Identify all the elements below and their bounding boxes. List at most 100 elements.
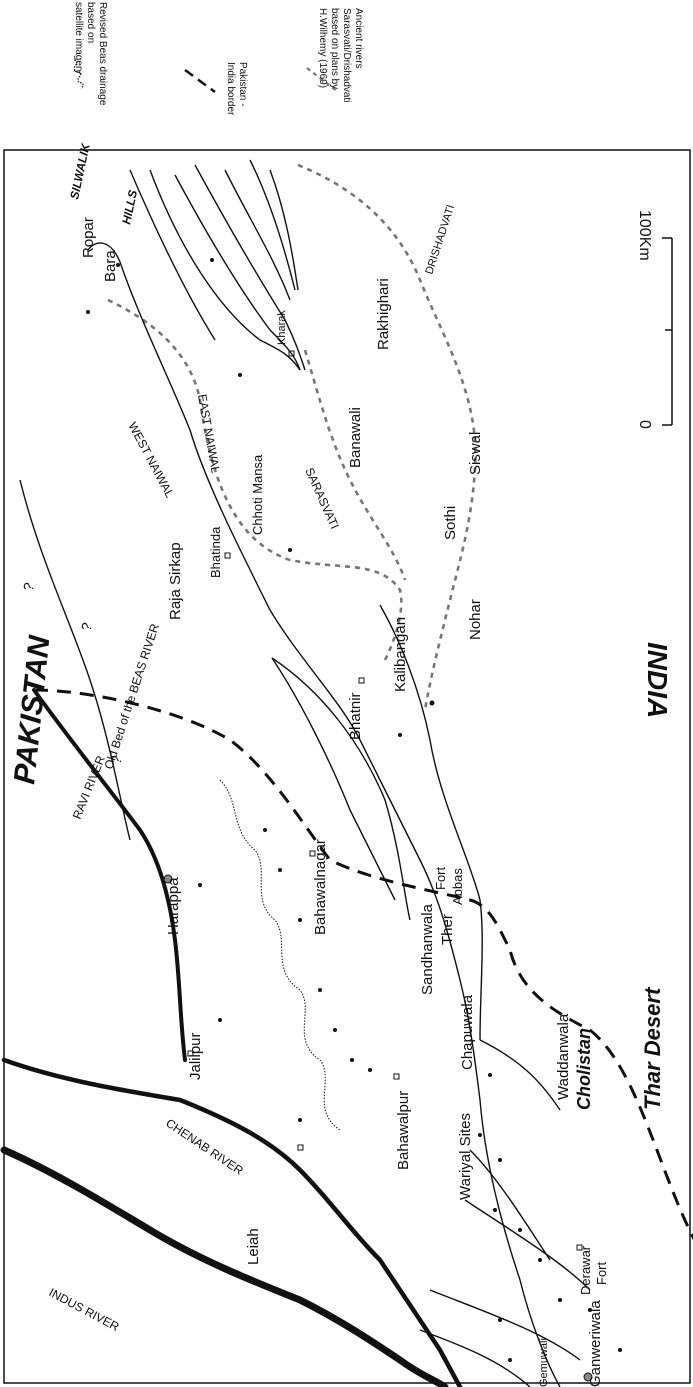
- site-dot: [398, 733, 402, 737]
- river-east-naiwal-label: EAST NAIWAL: [195, 393, 223, 475]
- site-dot: [508, 1358, 512, 1362]
- river-west-naiwal-label: WEST NAIWAL: [125, 420, 177, 500]
- legend-ancient-swatch: [306, 67, 339, 93]
- scale-bar: [662, 237, 673, 426]
- river-beas-label: Old Bed of the BEAS RIVER: [102, 622, 162, 771]
- waddanwala-branch: [479, 1039, 561, 1111]
- place-bahawalpur: Bahawalpur: [395, 1091, 412, 1170]
- labels: PAKISTAN INDIA Thar Desert Cholistan SIL…: [8, 141, 673, 1387]
- legend: Revised Beas drainage based on satellite…: [73, 2, 364, 116]
- river-sarasvati-label: SARASVATI: [302, 466, 341, 532]
- site-dot: [498, 1158, 502, 1162]
- site-dot: [298, 918, 302, 922]
- chenab-river: [1, 1057, 463, 1387]
- site-square: [393, 1073, 400, 1080]
- place-nohar: Nohar: [467, 599, 484, 640]
- siwalik-branch-3: [194, 164, 306, 371]
- site-dot: [493, 1208, 497, 1212]
- place-bahawalnagar: Bahawalnagar: [312, 839, 329, 935]
- site-square: [187, 1050, 194, 1057]
- place-harappa: Harappa: [165, 877, 182, 935]
- site-dot: [350, 1058, 354, 1062]
- ganweriwala-marker: [583, 1372, 593, 1382]
- legend-revised-beas-line2: based on: [85, 2, 96, 43]
- ancient-rivers: [107, 163, 477, 711]
- site-dot: [588, 1308, 592, 1312]
- place-chhoti-mansa: Chhoti Mansa: [250, 454, 265, 535]
- sarasvati-course: [107, 298, 403, 661]
- hakra-lower-channel: [379, 604, 483, 1041]
- site-dot: [618, 1348, 622, 1352]
- west-naiwal-channel: [87, 242, 561, 1387]
- region-cholistan: Cholistan: [574, 1028, 594, 1110]
- site-dot: [558, 1298, 562, 1302]
- pakistan-india-border: [33, 688, 693, 1241]
- major-rivers: [0, 688, 463, 1387]
- place-waddanwala: Waddanwala: [555, 1013, 572, 1100]
- legend-revised-beas-line1: Revised Beas drainage: [97, 2, 108, 106]
- legend-ancient-line3: based on plans by: [329, 8, 340, 89]
- site-dot: [368, 1068, 372, 1072]
- drishadvati-course: [297, 163, 477, 711]
- country-india: INDIA: [642, 642, 673, 718]
- place-bhatinda: Bhatinda: [208, 526, 223, 578]
- sarasvati-upper: [303, 349, 407, 581]
- site-square: [358, 677, 365, 684]
- site-dot: [210, 258, 214, 262]
- scale-max: 100Km: [636, 210, 653, 261]
- site-dot: [218, 1018, 222, 1022]
- legend-ancient-line4: H.Wilhemy (1969): [317, 8, 328, 88]
- legend-revised-beas-swatch: [73, 59, 84, 89]
- place-wariyal-sites: Wariyal Sites: [457, 1113, 474, 1200]
- site-dot: [498, 1318, 502, 1322]
- site-square: [288, 350, 295, 357]
- site-dot: [278, 868, 282, 872]
- site-dot: [518, 1228, 522, 1232]
- map-frame: [3, 149, 691, 1384]
- indus-river: [0, 1146, 449, 1387]
- siwalik-branch-1: [149, 169, 301, 371]
- south-branch-3: [429, 1289, 581, 1361]
- place-bara: Bara: [102, 250, 119, 282]
- place-sothi: Sothi: [442, 506, 459, 540]
- siwalik-branch-2: [174, 174, 301, 371]
- site-dot: [478, 1133, 482, 1137]
- place-banawali: Banawali: [347, 407, 364, 468]
- place-sandhanwala-ther-1: Sandhanwala: [419, 903, 436, 995]
- place-jalilpur: Jalilpur: [187, 1032, 204, 1080]
- river-beas-q1: ?: [78, 620, 96, 633]
- south-branch-1: [469, 1149, 551, 1261]
- legend-revised-beas-line3: satellite imagery: [73, 2, 84, 74]
- site-dot: [429, 700, 435, 706]
- river-drishadvati-label: DRISHADVATI: [423, 203, 457, 275]
- legend-ancient-line1: Ancient rivers: [353, 8, 364, 69]
- site-dot: [198, 883, 202, 887]
- place-kharak: Kharak: [276, 310, 288, 345]
- legend-border-line2: India border: [225, 62, 236, 116]
- siwalik-branch-7: [129, 169, 216, 341]
- revised-beas-drainage: [219, 779, 341, 1131]
- place-derawar-1: Derawar: [578, 1245, 593, 1295]
- scale-zero: 0: [636, 420, 653, 429]
- legend-ancient-line2: Sarasvati/Drishadvati: [341, 8, 352, 102]
- channels: [19, 159, 591, 1387]
- site-dot: [298, 1118, 302, 1122]
- place-fort-abbas-2: Abbas: [450, 868, 465, 905]
- river-beas-q3: ?: [20, 580, 38, 593]
- place-gemuwali: Gemuwali: [538, 1338, 550, 1387]
- place-chapuwala: Chapuwala: [459, 994, 476, 1070]
- siwalik-branch-6: [269, 169, 299, 291]
- site-dot: [318, 988, 322, 992]
- site-dot: [238, 373, 242, 377]
- site-dot: [263, 828, 267, 832]
- siwalik-branch-5: [249, 159, 296, 291]
- bhatnir-branch-2: [271, 657, 396, 901]
- place-rakhighari: Rakhighari: [375, 278, 392, 350]
- place-ropar: Ropar: [80, 217, 97, 258]
- south-branch-2: [464, 1199, 591, 1291]
- site-markers: [86, 258, 622, 1382]
- site-dot: [333, 1028, 337, 1032]
- place-siswal: Siswal: [467, 432, 484, 475]
- site-square: [576, 1244, 583, 1251]
